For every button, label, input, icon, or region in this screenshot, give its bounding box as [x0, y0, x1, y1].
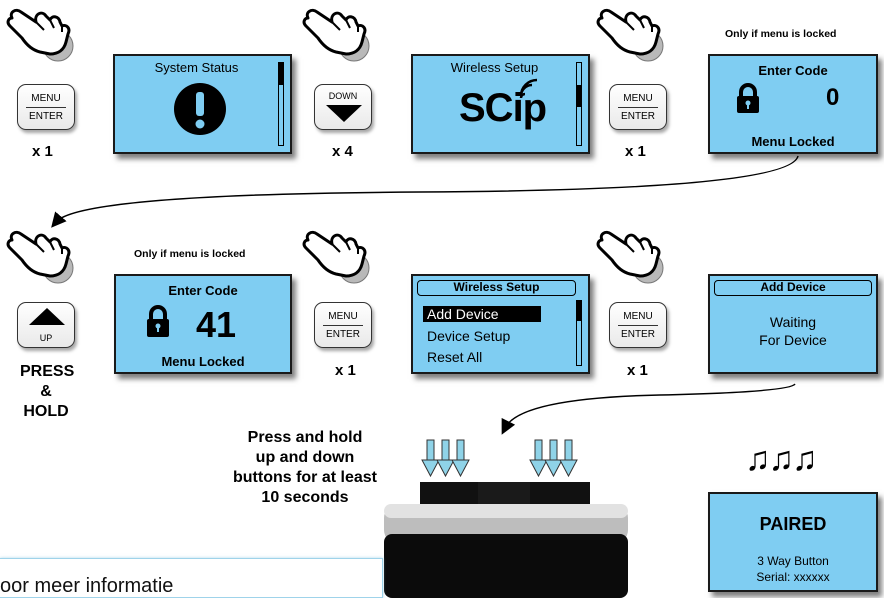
menu-header: Wireless Setup [417, 280, 576, 296]
screen-enter-code: Enter Code 41 Menu Locked [114, 274, 292, 374]
lock-icon [737, 83, 759, 113]
music-notes-icon: ♫♫♫ [745, 440, 817, 478]
button-label: DOWN [328, 91, 358, 101]
screen-add-device: Add Device Waiting For Device [708, 274, 878, 374]
scrollbar [576, 62, 582, 146]
screen-enter-code: Enter Code 0 Menu Locked [708, 54, 878, 154]
exclamation-icon [174, 83, 226, 135]
pointing-hand-icon [6, 222, 78, 286]
status-line-1: Waiting [769, 314, 817, 330]
screen-title: System Status [154, 60, 239, 75]
screen-title: Enter Code [758, 63, 828, 78]
press-arrow-icon [451, 439, 470, 478]
pointing-hand-icon [302, 222, 374, 286]
lock-icon [147, 305, 169, 337]
menu-item-add-device[interactable]: Add Device [423, 306, 541, 322]
button-bottom-label: ENTER [621, 329, 655, 340]
device-serial: Serial: xxxxxx [756, 570, 830, 584]
screen-paired: PAIRED 3 Way Button Serial: xxxxxx [708, 492, 878, 592]
button-bottom-label: ENTER [621, 111, 655, 122]
menu-enter-button[interactable]: MENU ENTER [609, 302, 667, 348]
menu-item-device-setup[interactable]: Device Setup [427, 328, 511, 344]
menu-enter-button[interactable]: MENU ENTER [314, 302, 372, 348]
screen-system-status: System Status [113, 54, 292, 154]
menu-item-reset-all[interactable]: Reset All [427, 349, 483, 365]
pointing-hand-icon [596, 222, 668, 286]
up-button[interactable]: UP [17, 302, 75, 348]
press-arrow-icon [421, 439, 440, 478]
menu-enter-button[interactable]: MENU ENTER [609, 84, 667, 130]
triangle-down-icon [326, 105, 362, 122]
menu-enter-button[interactable]: MENU ENTER [17, 84, 75, 130]
button-top-label: MENU [31, 93, 61, 104]
info-banner-text: oor meer informatie [0, 575, 174, 597]
screen-wireless-setup: Wireless Setup SCip [411, 54, 590, 154]
press-count: x 1 [625, 143, 646, 160]
screen-title: Enter Code [168, 283, 238, 298]
code-value: 41 [196, 304, 237, 345]
press-hold-label: PRESS & HOLD [20, 363, 75, 420]
press-count: x 1 [335, 362, 356, 379]
screen-footer: Menu Locked [161, 354, 245, 369]
press-count: x 1 [627, 362, 648, 379]
device-name: 3 Way Button [757, 554, 829, 568]
down-button[interactable]: DOWN [314, 84, 372, 130]
code-value: 0 [826, 84, 840, 111]
locked-note: Only if menu is locked [134, 248, 246, 260]
instruction-text: Press and hold up and down buttons for a… [232, 429, 377, 506]
device-3-way-button [384, 439, 628, 598]
screen-wireless-menu: Wireless Setup Add Device Device Setup R… [411, 274, 590, 374]
scrollbar [278, 62, 284, 146]
button-top-label: MENU [623, 311, 653, 322]
screen-title: Wireless Setup [450, 60, 539, 75]
button-top-label: MENU [328, 311, 358, 322]
press-arrow-icon [529, 439, 548, 478]
button-top-label: MENU [623, 93, 653, 104]
press-count: x 1 [32, 143, 53, 160]
scip-logo: SCip [459, 86, 547, 130]
press-arrow-icon [559, 439, 578, 478]
menu-header: Add Device [714, 280, 872, 296]
paired-title: PAIRED [759, 514, 827, 534]
info-banner[interactable]: oor meer informatie [0, 558, 383, 598]
press-count: x 4 [332, 143, 353, 160]
locked-note: Only if menu is locked [725, 28, 837, 40]
button-label: UP [39, 333, 53, 343]
button-bottom-label: ENTER [326, 329, 360, 340]
scrollbar [576, 300, 582, 366]
screen-footer: Menu Locked [751, 134, 835, 149]
button-bottom-label: ENTER [29, 111, 63, 122]
triangle-up-icon [29, 308, 65, 325]
press-arrow-icon [544, 439, 563, 478]
press-arrow-icon [436, 439, 455, 478]
wireless-signal-icon [519, 78, 538, 99]
status-line-2: For Device [759, 332, 827, 348]
